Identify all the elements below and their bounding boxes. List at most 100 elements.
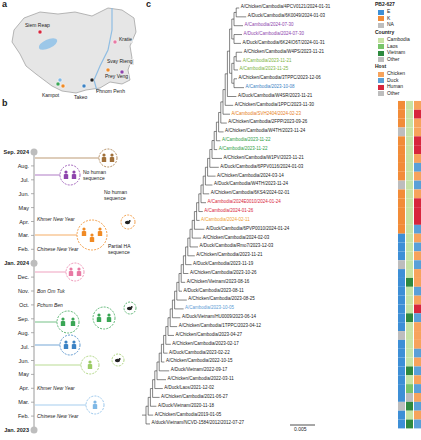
tree-branch [192,238,201,239]
tip-label: A/Duck/Cambodia/W4TH/2023-11-24 [214,182,288,187]
tip-label: A/Chicken/Cambodia/2023-11-21 [196,253,262,258]
tree-branch [159,353,161,354]
heatmap-cell [406,269,413,278]
tip-label: A/Cambodia/2023-10-08 [246,85,295,90]
heatmap-cell [406,198,413,207]
axis-tick [31,235,34,236]
person-icon [88,364,92,369]
tree-branch [179,273,181,274]
person-icon [110,157,114,162]
person-icon [72,170,75,173]
legend-header: PB2-627 [375,2,395,8]
month-label: Aug. [0,163,29,169]
tip-label: A/Duck/Vietnam/2022-09-17 [171,368,227,373]
heatmap-cell [398,251,405,260]
tree-branch [181,282,185,283]
event-label: Chinese New Year [37,247,78,253]
person-icon [77,267,80,270]
legend-swatch [378,23,384,28]
month-label: Feb. [0,246,29,252]
year-dot [31,427,38,434]
heatmap-cell [398,243,405,252]
heatmap-cell [398,420,405,429]
heatmap-cell [398,163,405,172]
tree-branch [232,63,234,64]
tree-branch [234,78,237,79]
bird-icon [129,220,131,222]
tree-branch [219,112,221,113]
heatmap-cell [398,145,405,154]
legend-text: Chicken [387,71,405,77]
site-dot [58,78,62,82]
heatmap-cell [398,305,405,314]
panel-letter: b [2,99,8,109]
scale-label: 0.005 [294,427,307,433]
site-dot [56,82,60,86]
case-cluster [60,335,80,355]
tip-label: A/Cambodia/2024E0010/2024-01-24 [208,200,281,205]
tip-label: A/Chicken/Cambodia/W1PV/2023-11-21 [224,156,304,161]
case-cluster [60,165,80,185]
axis-tick [31,346,34,347]
tree-branch [232,38,234,39]
heatmap-cell [398,384,405,393]
tree-branch [199,211,203,212]
site-dot [38,30,42,34]
heatmap-cell [398,349,405,358]
heatmap-cell [398,216,405,225]
legend-header: Host [375,64,386,70]
heatmap-cell [406,234,413,243]
heatmap-cell [406,136,413,145]
tip-label: A/Cambodia/2023-10-05 [185,306,234,311]
axis-tick [31,388,34,389]
tip-label: A/Chicken/Vietnam/2023-08-16 [187,280,249,285]
person-icon [98,227,101,230]
axis-tick [31,221,34,222]
heatmap-cell [406,331,413,340]
heatmap-cell [406,154,413,163]
legend-text: Laos [387,44,398,50]
place-name: Phnom Penh [96,89,125,95]
case-cluster [57,311,79,333]
tree-branch [177,300,187,301]
tip-label: A/Chicken/Cambodia/2022-10-15 [166,359,233,364]
month-label: Oct. [0,302,29,308]
tree-branch [203,193,209,194]
tip-label: A/Cambodia/2023-11-22 [219,147,268,152]
bird-icon [131,306,133,308]
tree-branch [155,388,163,389]
tree-branch [227,51,229,52]
heatmap-cell [406,287,413,296]
tip-label: A/Duck/Cambodia/6PPV0116/2024-01-03 [220,165,303,170]
tip-label: A/Duck/Cambodia/2023-08-11 [184,289,244,294]
heatmap-cell [414,189,421,198]
heatmap-cell [414,393,421,402]
legend-swatch [378,57,384,62]
heatmap-cell [414,198,421,207]
heatmap-cell [414,402,421,411]
tree-branch [225,105,233,106]
bird-icon [127,307,132,311]
tip-label: A/Chicken/Cambodia/1PPC/2023-11-30 [235,103,314,108]
heatmap-cell [414,296,421,305]
heatmap-cell [414,375,421,384]
heatmap-cell [406,366,413,375]
legend-text: E [387,9,390,15]
axis-tick [31,249,34,250]
tip-label: A/Chicken/Cambodia/2021-06-27 [161,395,228,400]
heatmap-cell [414,287,421,296]
event-label: Bon Om Tuk [37,289,65,295]
site-dot [82,84,86,88]
heatmap-cell [398,207,405,216]
heatmap-cell [414,322,421,331]
tree-branch [170,308,172,309]
time-link [35,272,66,273]
event-label: Pchum Ben [37,303,63,309]
year-dot [31,260,38,267]
tree-branch [216,122,218,123]
site-dot [90,78,94,82]
heatmap-cell [398,322,405,331]
tree-branch [157,362,159,363]
month-label: Jul. [0,177,29,183]
tip-label: A/Duck/Cambodia/2024-07-30 [244,32,305,37]
